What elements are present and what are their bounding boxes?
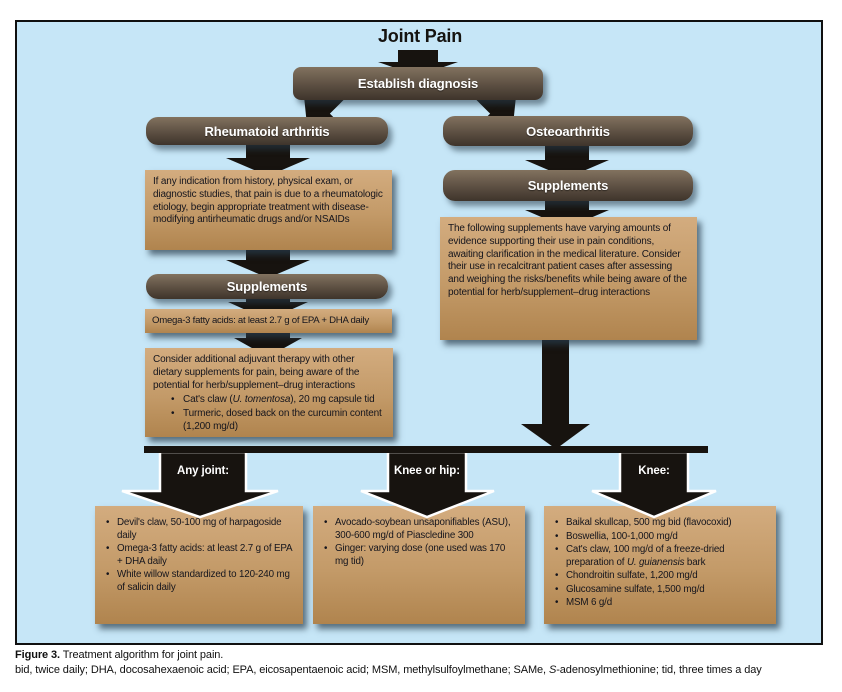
list-item: MSM 6 g/d (553, 597, 767, 610)
list-item: White willow standardized to 120-240 mg … (104, 569, 294, 594)
list-item: Cat's claw (U. tomentosa), 20 mg capsule… (153, 394, 385, 407)
knee-or-hip-list: Avocado-soybean unsaponifiables (ASU), 3… (322, 517, 516, 568)
knee-list: Baikal skullcap, 500 mg bid (flavocoxid)… (553, 517, 767, 610)
list-item: Glucosamine sulfate, 1,500 mg/d (553, 584, 767, 597)
list-item: Baikal skullcap, 500 mg bid (flavocoxid) (553, 517, 767, 530)
any-joint-box: Devil's claw, 50-100 mg of harpagoside d… (95, 506, 303, 624)
node-osteoarthritis: Osteoarthritis (443, 116, 693, 146)
knee-box: Baikal skullcap, 500 mg bid (flavocoxid)… (544, 506, 776, 624)
any-joint-list: Devil's claw, 50-100 mg of harpagoside d… (104, 517, 294, 594)
any-joint-arrow (121, 450, 279, 519)
page-title: Joint Pain (377, 26, 462, 46)
node-oa-supplements: Supplements (443, 170, 693, 201)
caption-abbreviations: bid, twice daily; DHA, docosahexaenoic a… (15, 663, 762, 676)
knee-or-hip-box: Avocado-soybean unsaponifiables (ASU), 3… (313, 506, 525, 624)
oa-evidence-box: The following supplements have varying a… (440, 217, 697, 340)
ra-omega3-box: Omega-3 fatty acids: at least 2.7 g of E… (145, 309, 392, 333)
knee-or-hip-label: Knee or hip: (394, 465, 460, 477)
knee-arrow (591, 450, 717, 519)
list-item: Boswellia, 100-1,000 mg/d (553, 531, 767, 544)
caption-figure-text: Treatment algorithm for joint pain. (59, 649, 224, 661)
node-rheumatoid-arthritis: Rheumatoid arthritis (146, 117, 388, 145)
arrow-evidence-to-bar (521, 330, 590, 449)
list-item: Ginger: varying dose (one used was 170 m… (322, 543, 516, 568)
list-item: Chondroitin sulfate, 1,200 mg/d (553, 570, 767, 583)
ra-adjuvant-intro: Consider additional adjuvant therapy wit… (153, 354, 360, 391)
figure-caption: Figure 3. Treatment algorithm for joint … (15, 648, 827, 678)
any-joint-label: Any joint: (176, 465, 230, 477)
node-ra-supplements: Supplements (146, 274, 388, 299)
list-item: Omega-3 fatty acids: at least 2.7 g of E… (104, 543, 294, 568)
ra-assessment-box: If any indication from history, physical… (145, 170, 392, 250)
caption-line-1: Figure 3. Treatment algorithm for joint … (15, 648, 827, 663)
list-item: Avocado-soybean unsaponifiables (ASU), 3… (322, 517, 516, 542)
list-item: Cat's claw, 100 mg/d of a freeze-dried p… (553, 544, 767, 569)
knee-or-hip-arrow (360, 450, 495, 519)
list-item: Devil's claw, 50-100 mg of harpagoside d… (104, 517, 294, 542)
list-item: Turmeric, dosed back on the curcumin con… (153, 408, 385, 434)
ra-adjuvant-list: Cat's claw (U. tomentosa), 20 mg capsule… (153, 394, 385, 433)
knee-label: Knee: (638, 465, 670, 477)
arrow-ra-to-assessment (226, 140, 310, 176)
arrow-oa-to-supplements (525, 142, 609, 178)
caption-figure-label: Figure 3. (15, 649, 60, 661)
node-establish-diagnosis: Establish diagnosis (293, 67, 543, 100)
horizontal-bar-cover (144, 446, 708, 453)
ra-adjuvant-box: Consider additional adjuvant therapy wit… (145, 348, 393, 437)
